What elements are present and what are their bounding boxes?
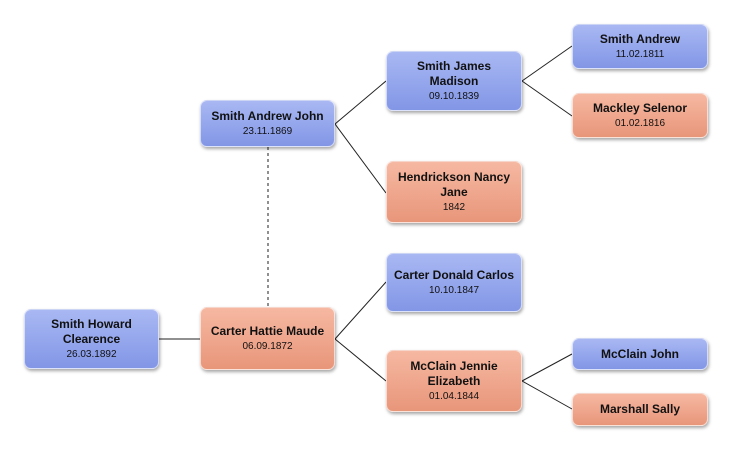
person-date: 10.10.1847 bbox=[428, 285, 480, 296]
person-node-smith-andrew-john[interactable]: Smith Andrew John 23.11.1869 bbox=[200, 100, 335, 147]
person-date: 1842 bbox=[442, 202, 466, 213]
person-name: McClain Jennie Elizabeth bbox=[410, 359, 498, 388]
person-name: Hendrickson Nancy Jane bbox=[397, 170, 511, 199]
person-date: 06.09.1872 bbox=[242, 341, 293, 352]
person-date: 23.11.1869 bbox=[242, 126, 293, 137]
person-date: 11.02.1811 bbox=[615, 49, 665, 60]
person-date: 01.02.1816 bbox=[614, 118, 666, 129]
person-node-mcclain-jennie-elizabeth[interactable]: McClain Jennie Elizabeth 01.04.1844 bbox=[386, 350, 522, 412]
person-name: Mackley Selenor bbox=[592, 101, 688, 115]
person-node-mackley-selenor[interactable]: Mackley Selenor 01.02.1816 bbox=[572, 93, 708, 138]
person-name: Smith James Madison bbox=[416, 59, 492, 88]
link-james-selenor bbox=[521, 80, 573, 117]
person-date: 09.10.1839 bbox=[428, 91, 480, 102]
link-jennie-sally bbox=[521, 380, 573, 410]
person-name: McClain John bbox=[600, 346, 679, 361]
person-node-smith-andrew[interactable]: Smith Andrew 11.02.1811 bbox=[572, 24, 708, 69]
person-name: Smith Howard Clearence bbox=[51, 317, 132, 346]
person-node-hendrickson-nancy-jane[interactable]: Hendrickson Nancy Jane 1842 bbox=[386, 161, 522, 223]
link-jennie-mcclain-john bbox=[521, 353, 573, 382]
link-hattie-donald bbox=[334, 281, 387, 340]
link-andrew-john-james bbox=[334, 80, 387, 125]
link-andrew-john-nancy bbox=[334, 123, 387, 194]
person-node-smith-james-madison[interactable]: Smith James Madison 09.10.1839 bbox=[386, 51, 522, 111]
person-name: Marshall Sally bbox=[599, 402, 681, 416]
person-name: Smith Andrew bbox=[599, 32, 681, 46]
person-name: Carter Donald Carlos bbox=[393, 268, 515, 282]
link-hattie-jennie bbox=[334, 338, 387, 382]
person-name: Smith Andrew John bbox=[211, 109, 324, 123]
link-james-andrew bbox=[521, 45, 573, 82]
person-date: 01.04.1844 bbox=[428, 391, 480, 402]
person-node-marshall-sally[interactable]: Marshall Sally bbox=[572, 393, 708, 426]
person-node-mcclain-john[interactable]: McClain John bbox=[572, 338, 708, 370]
person-node-carter-donald-carlos[interactable]: Carter Donald Carlos 10.10.1847 bbox=[386, 253, 522, 312]
person-date: 26.03.1892 bbox=[66, 349, 117, 360]
person-node-smith-howard-clearence[interactable]: Smith Howard Clearence 26.03.1892 bbox=[24, 309, 159, 369]
person-name: Carter Hattie Maude bbox=[210, 324, 325, 338]
person-node-carter-hattie-maude[interactable]: Carter Hattie Maude 06.09.1872 bbox=[200, 307, 335, 370]
